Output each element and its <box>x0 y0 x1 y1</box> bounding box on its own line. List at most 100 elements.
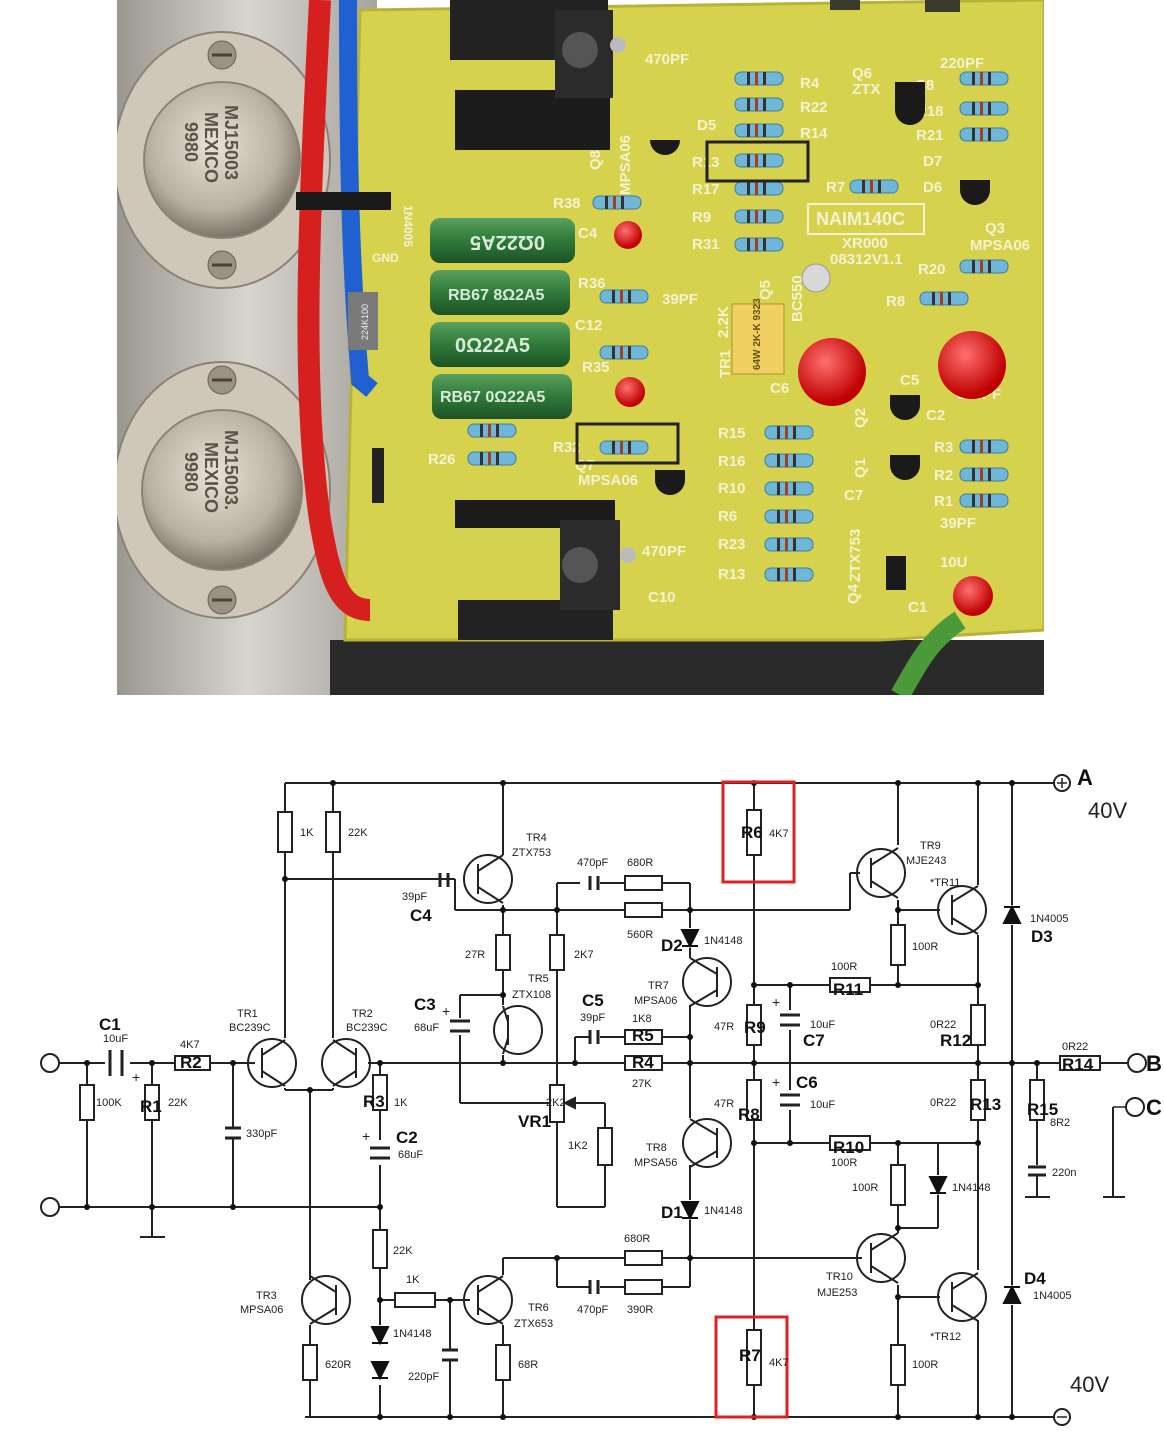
small-transistors <box>650 82 990 590</box>
resistor-band <box>972 72 975 85</box>
pcb-resistor <box>959 127 1009 142</box>
resistor-band <box>763 238 766 251</box>
v-tr1t: BC239C <box>229 1022 271 1034</box>
pcb-board <box>345 0 1044 640</box>
pdiode: 1N4005 <box>401 205 415 247</box>
supply-labels: 40V 40V <box>1070 798 1127 1397</box>
s-r8: R8 <box>738 1105 760 1124</box>
pq2: Q2 <box>852 408 869 428</box>
s-r2: R2 <box>180 1053 202 1072</box>
v-r68: 68R <box>518 1359 538 1371</box>
v-c470b: 470pF <box>577 1304 608 1316</box>
resistor-band <box>605 196 608 209</box>
resistor-band <box>755 182 758 195</box>
pcb-resistor <box>592 195 642 210</box>
junction-dots <box>84 780 1040 1420</box>
green-wire <box>891 611 966 695</box>
resistor-band <box>747 238 750 251</box>
pr-r35: R35 <box>582 359 610 376</box>
v-c330: 330pF <box>246 1128 277 1140</box>
resistor-band <box>763 124 766 137</box>
resistor-band <box>793 538 796 551</box>
tb-line2: MEXICO <box>201 442 221 513</box>
pcb-photo: MJ15003 MEXICO 9980 MJ15003. MEXICO 9980 <box>117 0 1044 695</box>
c10: C10 <box>648 589 676 606</box>
resistor-band <box>988 128 991 141</box>
resistor-band <box>480 452 483 465</box>
resistor-band <box>980 72 983 85</box>
power-transistor-top: MJ15003 MEXICO 9980 <box>117 31 331 289</box>
pr-r8: R8 <box>886 293 905 310</box>
pcb-resistor <box>959 439 1009 454</box>
s-r5: R5 <box>632 1026 654 1045</box>
resistor-band <box>793 568 796 581</box>
s-d1: D1 <box>661 1203 683 1222</box>
c220: 220PF <box>940 55 984 72</box>
v-tr3t: MPSA06 <box>240 1304 283 1316</box>
pr-r10: R10 <box>718 480 746 497</box>
pr-r9: R9 <box>692 209 711 226</box>
board-title: NAIM140C <box>816 209 905 229</box>
v-r9: 47R <box>714 1021 734 1033</box>
s-c3: C3 <box>414 995 436 1014</box>
s-r7: R7 <box>739 1346 761 1365</box>
resistor-band <box>862 180 865 193</box>
pcb-resistor <box>599 289 649 304</box>
resistor-band <box>972 468 975 481</box>
schematic-diodes <box>370 904 1022 1381</box>
v-r390: 390R <box>627 1304 653 1316</box>
resistor-band <box>785 538 788 551</box>
resistor-band <box>980 260 983 273</box>
highlight-r32 <box>575 422 680 465</box>
resistor-band <box>747 154 750 167</box>
s-r10: R10 <box>833 1138 864 1157</box>
resistor-band <box>755 238 758 251</box>
s-c6: C6 <box>796 1073 818 1092</box>
power-resistors: 0Ω22A5 RB67 8Ω2A5 0Ω22A5 RB67 0Ω22A5 <box>430 218 575 419</box>
svg-text:+: + <box>772 994 780 1010</box>
tb-line1: MJ15003. <box>221 430 241 510</box>
v-r13: 0R22 <box>930 1097 956 1109</box>
v-tr12: *TR12 <box>930 1331 961 1343</box>
resistor-band <box>980 440 983 453</box>
pq3t: MPSA06 <box>970 237 1030 254</box>
v-c5: 39pF <box>580 1012 605 1024</box>
s-r14: R14 <box>1062 1055 1094 1074</box>
resistor-band <box>496 452 499 465</box>
c4: C4 <box>578 225 598 242</box>
resistor-band <box>972 102 975 115</box>
supply-minus: 40V <box>1070 1372 1109 1397</box>
heatsink-top <box>450 0 626 150</box>
pq5t: BC550 <box>789 275 806 322</box>
resistor-band <box>763 182 766 195</box>
s-r15: R15 <box>1027 1100 1058 1119</box>
electrolytic-caps <box>614 221 1006 616</box>
s-c1: C1 <box>99 1015 121 1034</box>
s-r12: R12 <box>940 1031 971 1050</box>
resistor-band <box>620 346 623 359</box>
pr-r38: R38 <box>553 195 581 212</box>
highlight-r6 <box>721 780 796 884</box>
v-d1na: 1N4148 <box>393 1328 432 1340</box>
v-tr2t: BC239C <box>346 1022 388 1034</box>
svg-text:+: + <box>772 1074 780 1090</box>
resistor-band <box>793 510 796 523</box>
pcb-resistor <box>734 181 784 196</box>
resistor-band <box>980 128 983 141</box>
pq7: Q7 <box>575 457 595 474</box>
rb-c: 0Ω22A5 <box>455 335 530 357</box>
schematic-terminals <box>40 774 1147 1426</box>
resistor-band <box>980 468 983 481</box>
resistor-band <box>621 196 624 209</box>
resistor-band <box>628 441 631 454</box>
s-r6: R6 <box>741 823 763 842</box>
v-r15: 8R2 <box>1050 1117 1070 1129</box>
resistor-band <box>747 182 750 195</box>
rb-d: RB67 0Ω22A5 <box>440 389 545 406</box>
v-tr7t: MPSA06 <box>634 995 677 1007</box>
v-c3: 68uF <box>414 1022 439 1034</box>
s-r1: R1 <box>140 1097 162 1116</box>
pcb-resistor <box>734 237 784 252</box>
pcb-silkscreen: NAIM140C XR000 08312V1.1 470PF 220PF C8 … <box>372 51 1030 616</box>
v-tr9: TR9 <box>920 840 941 852</box>
